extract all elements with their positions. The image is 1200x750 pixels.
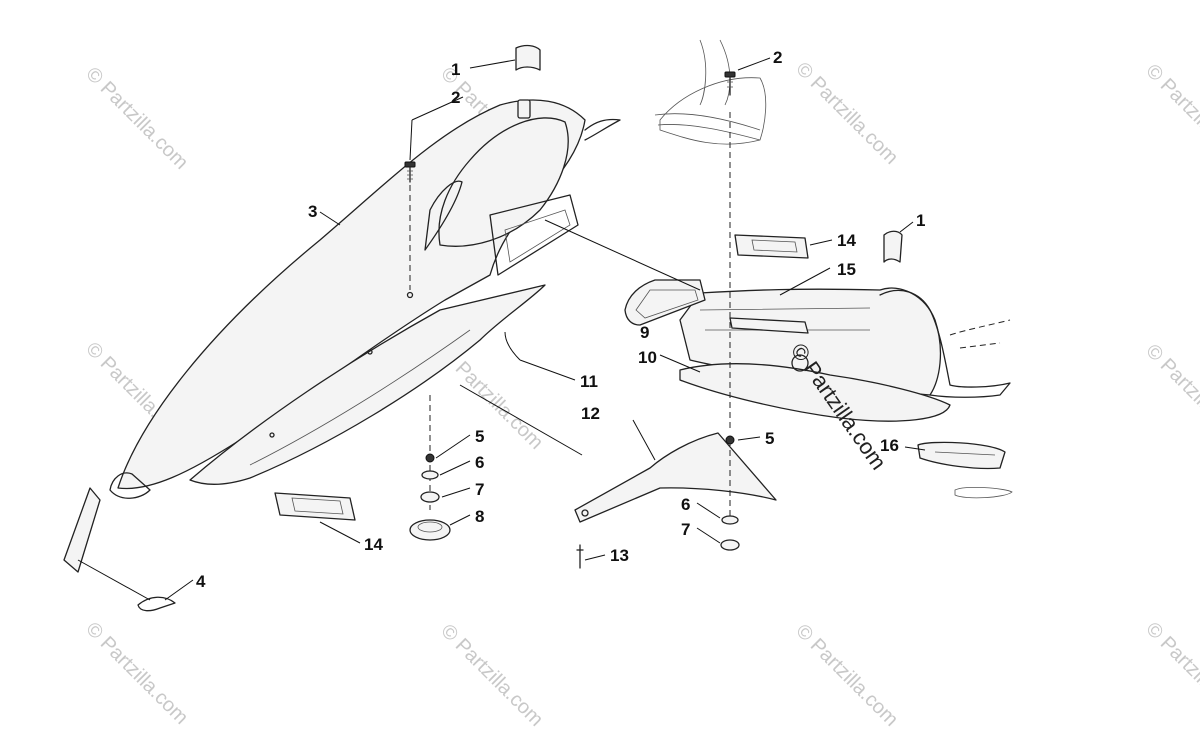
- hood-mount-hole: [269, 432, 275, 438]
- callout-label: 4: [196, 572, 206, 591]
- callout-label: 13: [610, 546, 629, 565]
- lower-pan: [679, 363, 951, 422]
- watermark: © Partzilla.com: [791, 620, 902, 731]
- callout-labels: 1 2 3 2 1 14 15 9 10 11 12 5 6 7 8 5 16 …: [196, 48, 925, 591]
- callout-label: 2: [773, 48, 782, 67]
- grille-insert-top: [734, 234, 809, 259]
- hood-mount-hole: [406, 291, 414, 299]
- nut-icon: [425, 453, 435, 463]
- callout-label: 14: [364, 535, 383, 554]
- hood-windshield-cutout: [438, 117, 569, 247]
- watermark: © Partzilla.com: [791, 58, 902, 169]
- callout-label: 6: [681, 495, 690, 514]
- nut-icon: [725, 435, 735, 445]
- hood-mount-hole: [367, 349, 373, 355]
- hood-top-clip: [517, 99, 531, 119]
- grommet-icon: [420, 491, 440, 503]
- side-rail: [879, 289, 1011, 398]
- callout-label: 16: [880, 436, 899, 455]
- watermark: © Partzilla.com: [1141, 618, 1200, 729]
- watermark: © Partzilla.com: [1141, 340, 1200, 451]
- callout-label: 5: [765, 429, 774, 448]
- vent-leader: [544, 219, 701, 291]
- hood-rear-fin: [584, 118, 621, 141]
- large-grommet-icon: [409, 519, 451, 541]
- ghost-part: [949, 319, 1011, 349]
- track-outline: [659, 77, 767, 145]
- hair-pin-icon: [137, 596, 176, 612]
- bumper-pad-icon: [883, 230, 903, 263]
- washer-icon: [721, 515, 739, 525]
- vent-frame: [624, 279, 706, 326]
- bracket-plate: [574, 432, 777, 523]
- callout-label: 3: [308, 202, 317, 221]
- screw-icon: [404, 161, 416, 183]
- watermark: © Partzilla.com: [436, 620, 547, 731]
- step-pad: [917, 441, 1006, 470]
- callout-label: 11: [580, 372, 598, 391]
- tunnel-tray: [729, 317, 809, 334]
- callout-label: 12: [581, 404, 600, 423]
- callout-label: 6: [475, 453, 484, 472]
- tag-leader-line: [77, 559, 151, 601]
- screw-icon: [724, 71, 736, 96]
- tunnel-assembly: [654, 39, 1011, 422]
- callout-label: 1: [451, 60, 460, 79]
- hood-side-vent: [504, 209, 571, 263]
- cotter-pin-icon: [576, 544, 584, 569]
- hood-nose-tip: [109, 472, 151, 499]
- washer-icon: [421, 470, 439, 480]
- watermark: © Partzilla.com: [1141, 60, 1200, 171]
- grille-insert-bottom: [274, 492, 356, 521]
- hood-intake: [424, 180, 463, 251]
- tag-plate: [63, 487, 101, 573]
- hood-side-panel: [489, 194, 579, 276]
- watermark: © Partzilla.com: [81, 63, 192, 174]
- callout-label: 14: [837, 231, 856, 250]
- callout-label: 9: [640, 323, 649, 342]
- leader-lines: [164, 57, 926, 601]
- callout-label: 1: [916, 211, 925, 230]
- hardware-stack-left: [409, 395, 451, 541]
- belly-pan: [189, 284, 546, 485]
- callout-label: 5: [475, 427, 484, 446]
- grommet-icon: [720, 539, 740, 551]
- bumper-pad-icon: [515, 44, 541, 71]
- belly-pan-edge: [249, 329, 471, 466]
- callout-label: 10: [638, 348, 657, 367]
- callout-label: 2: [451, 88, 460, 107]
- hood-assembly: [109, 99, 621, 499]
- bracket-leader: [459, 384, 583, 456]
- ghost-pad: [954, 486, 1013, 499]
- callout-label: 8: [475, 507, 484, 526]
- watermark: © Partzilla.com: [81, 618, 192, 729]
- callout-label: 7: [681, 520, 690, 539]
- callout-label: 7: [475, 480, 484, 499]
- callout-label: 15: [837, 260, 856, 279]
